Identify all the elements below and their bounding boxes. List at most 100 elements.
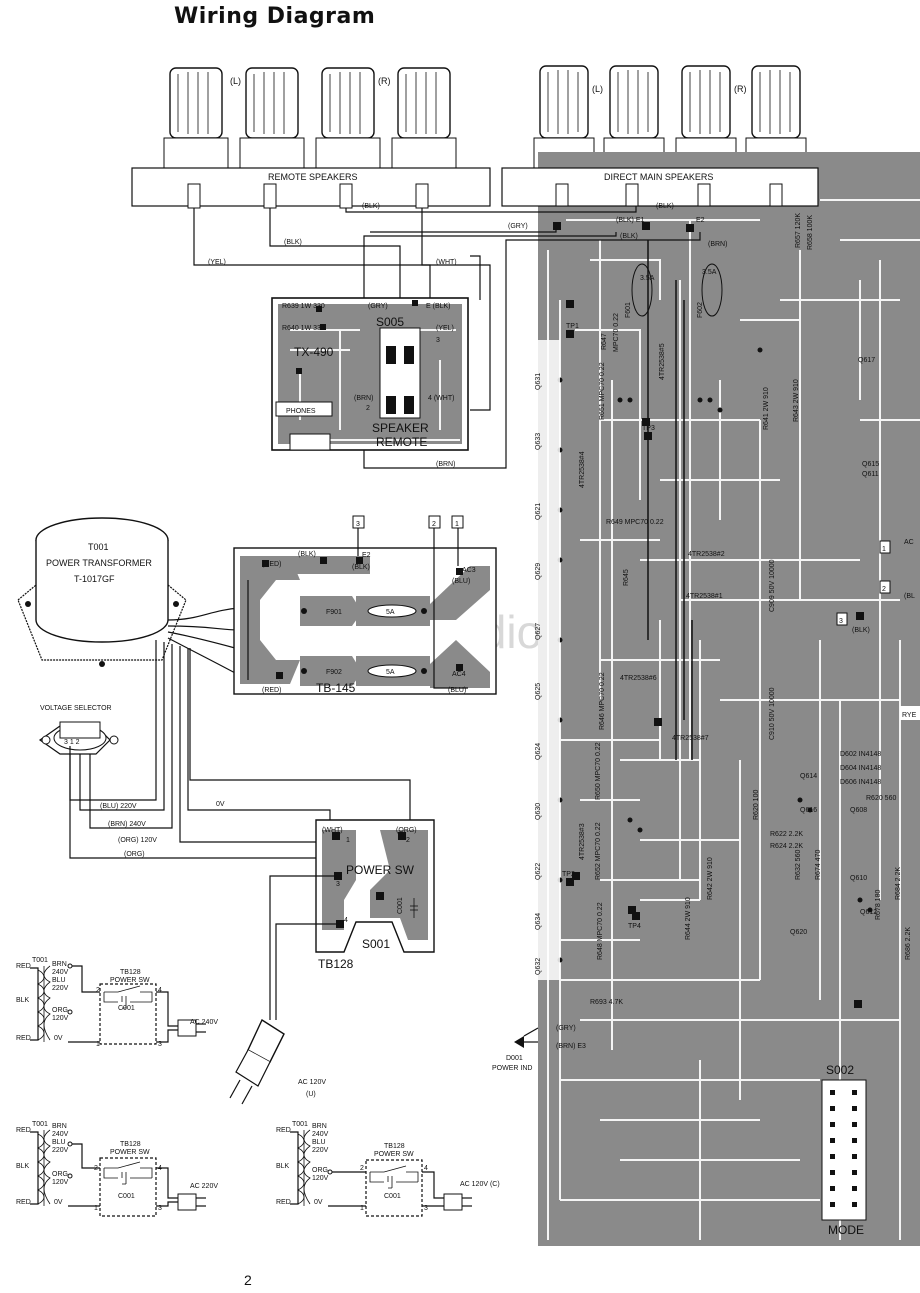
wire-blk-e1: (BLK) E1 xyxy=(616,217,645,224)
s240-240v: 240V xyxy=(52,969,69,976)
s220-org: ORG xyxy=(52,1171,68,1178)
remote-brn-label: (BRN) xyxy=(354,395,373,402)
s240-pin1: 1 xyxy=(96,1041,100,1048)
s240-brn: BRN xyxy=(52,961,67,968)
schematic-220v: T001 RED BLK RED BRN 240V BLU 220V ORG 1… xyxy=(16,1121,218,1217)
r678-label: R678 180 xyxy=(875,890,882,920)
s120-pin4: 4 xyxy=(424,1165,428,1172)
q621-label: Q621 xyxy=(535,503,542,520)
wire-e2: E2 xyxy=(696,217,705,224)
ac-label: AC xyxy=(904,539,914,546)
s120-c001: C001 xyxy=(384,1193,401,1200)
s240-blk: BLK xyxy=(16,997,30,1004)
s220-blk: BLK xyxy=(16,1163,30,1170)
schematic-240v: T001 RED BLK RED BRN 240V BLU 220V ORG 1… xyxy=(16,957,218,1048)
r658-label: R658 100K xyxy=(807,215,814,250)
ac4-label: AC4 xyxy=(452,671,466,678)
q4-label: 4TR2538#4 xyxy=(579,451,586,488)
wire-blk-1: (BLK) xyxy=(362,203,380,210)
wire-brn: (BRN) xyxy=(708,241,727,248)
remote-left-label: (L) xyxy=(230,76,241,86)
page-number: 2 xyxy=(244,1272,252,1288)
d606-label: D606 IN4148 xyxy=(840,779,881,786)
r652-label: R652 MPC70 0.22 xyxy=(595,822,602,880)
fuse-box-2: 2 xyxy=(432,521,436,528)
brn-e3-label: (BRN) E3 xyxy=(556,1043,586,1050)
terminal-knob xyxy=(163,67,229,169)
s220-pin1: 1 xyxy=(94,1205,98,1212)
s240-c001: C001 xyxy=(118,1005,135,1012)
s120-240v: 240V xyxy=(312,1131,329,1138)
box-2-main: 2 xyxy=(882,586,886,593)
r674-label: R674 470 xyxy=(815,850,822,880)
sw-pin4: 4 xyxy=(344,917,348,924)
s120-t001: T001 xyxy=(292,1121,308,1128)
terminal-knob xyxy=(239,67,305,169)
s240-t001: T001 xyxy=(32,957,48,964)
s240-tb128: TB128 xyxy=(120,969,141,976)
s220-power-sw: POWER SW xyxy=(110,1149,150,1156)
s220-0v: 0V xyxy=(54,1199,63,1206)
plug-120-label: AC 120V xyxy=(298,1079,326,1086)
r647-value-label: MPC70 0.22 xyxy=(613,313,620,352)
s240-pin4: 4 xyxy=(158,987,162,994)
ac-plug-120: AC 120V (U) xyxy=(229,1018,326,1105)
s240-pin3: 3 xyxy=(158,1041,162,1048)
q631-label: Q631 xyxy=(535,373,542,390)
remote-yel-label: (YEL) xyxy=(436,325,454,332)
q633-label: Q633 xyxy=(535,433,542,450)
s120-0v: 0V xyxy=(314,1199,323,1206)
q611-label: Q611 xyxy=(862,471,879,478)
gry-e2-label: (GRY) xyxy=(556,1025,576,1032)
wire-wht: (WHT) xyxy=(436,259,457,266)
sw-wht-label: (WHT) xyxy=(322,827,343,834)
remote-e-blk-label: E (BLK) xyxy=(426,303,451,310)
fuse-blk-e2-label: (BLK) xyxy=(352,564,370,571)
s120-220v: 220V xyxy=(312,1147,329,1154)
fuse-e2-label: E2 xyxy=(362,552,371,559)
fuse-box-1: 1 xyxy=(455,521,459,528)
s220-220v: 220V xyxy=(52,1147,69,1154)
direct-right-label: (R) xyxy=(734,84,747,94)
s120-blk: BLK xyxy=(276,1163,290,1170)
r620-label: R620 100 xyxy=(753,790,760,820)
r686-label: R686 2.2K xyxy=(905,927,912,960)
remote-brn-bottom-label: (BRN) xyxy=(436,461,455,468)
s220-pin3: 3 xyxy=(158,1205,162,1212)
rye-label: RYE xyxy=(902,712,917,719)
q6-label: 4TR2538#6 xyxy=(620,675,657,682)
r640-label: R640 1W 330 xyxy=(282,325,325,332)
f602-rating: 3.5A xyxy=(702,269,717,276)
r641-label: R641 2W 910 xyxy=(763,387,770,430)
s220-c001: C001 xyxy=(118,1193,135,1200)
box-1-main: 1 xyxy=(882,546,886,553)
s120-ac: AC 120V (C) xyxy=(460,1181,500,1188)
schematic-120v-c: T001 RED BLK RED BRN 240V BLU 220V ORG 1… xyxy=(276,1121,500,1217)
s220-pin2: 2 xyxy=(94,1165,98,1172)
selector-blu-label: (BLU) 220V xyxy=(100,803,137,810)
q629-label: Q629 xyxy=(535,563,542,580)
mode-label: MODE xyxy=(828,1223,864,1237)
s220-blu: BLU xyxy=(52,1139,66,1146)
r649-label: R649 MPC70 0.22 xyxy=(606,519,664,526)
fuse-board: 3 2 1 (BLK) E2 (BLK) (RED) AC3 (BLU) F90… xyxy=(233,515,497,695)
r644-label: R644 2W 910 xyxy=(685,897,692,940)
remote-speaker-board: R639 1W 330 R640 1W 330 (GRY) E (BLK) S0… xyxy=(271,297,469,468)
wire-blk-2: (BLK) xyxy=(284,239,302,246)
f602-label: F602 xyxy=(697,302,704,318)
f601-rating: 3.5A xyxy=(640,275,655,282)
r639-label: R639 1W 330 xyxy=(282,303,325,310)
fuse-blu1-label: (BLU) xyxy=(452,578,470,585)
q5-label: 4TR2538#5 xyxy=(659,343,666,380)
main-blk-label: (BLK) xyxy=(852,627,870,634)
s120-brn: BRN xyxy=(312,1123,327,1130)
power-switch-board: (WHT) (ORG) POWER SW C001 S001 TB128 1 3… xyxy=(269,819,435,1020)
r632-label: R632 560 xyxy=(795,850,802,880)
s220-240v: 240V xyxy=(52,1131,69,1138)
page-title: Wiring Diagram xyxy=(174,4,376,29)
s120-power-sw: POWER SW xyxy=(374,1151,414,1158)
r622-label: R622 2.2K xyxy=(770,831,803,838)
remote-pin2-label: 2 xyxy=(366,405,370,412)
s240-org: ORG xyxy=(52,1007,68,1014)
q630-label: Q630 xyxy=(535,803,542,820)
